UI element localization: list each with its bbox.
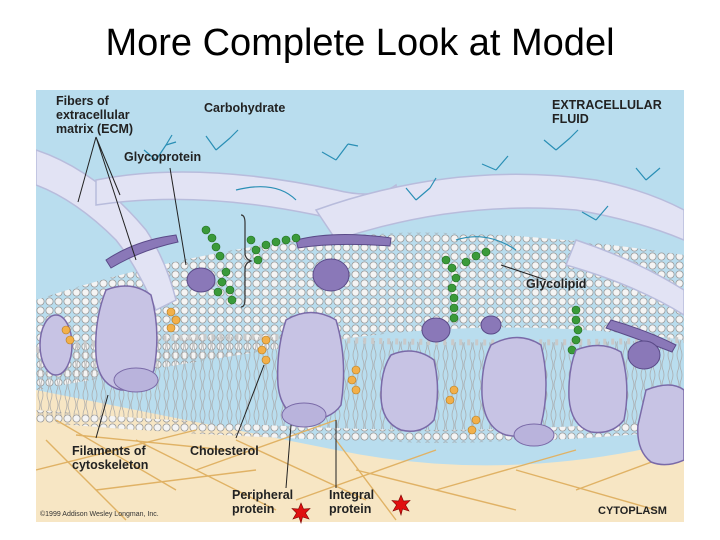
label-cytoskeleton: Filaments of cytoskeleton (72, 444, 148, 472)
label-cytoplasm: CYTOPLASM (598, 504, 667, 518)
slide-title: More Complete Look at Model (0, 22, 720, 65)
integral-star-icon (390, 494, 412, 516)
membrane-diagram: Fibers of extracellular matrix (ECM) Car… (36, 90, 684, 522)
label-peripheral-protein: Peripheral protein (232, 488, 293, 516)
label-carbohydrate: Carbohydrate (204, 101, 285, 115)
peripheral-star-icon (290, 502, 312, 524)
label-glycoprotein: Glycoprotein (124, 150, 201, 164)
label-glycolipid: Glycolipid (526, 277, 586, 291)
label-ecm-fibers: Fibers of extracellular matrix (ECM) (56, 94, 133, 136)
label-extracellular-fluid: EXTRACELLULAR FLUID (552, 98, 662, 126)
label-cholesterol: Cholesterol (190, 444, 259, 458)
copyright-notice: ©1999 Addison Wesley Longman, Inc. (40, 508, 159, 522)
label-integral-protein: Integral protein (329, 488, 374, 516)
